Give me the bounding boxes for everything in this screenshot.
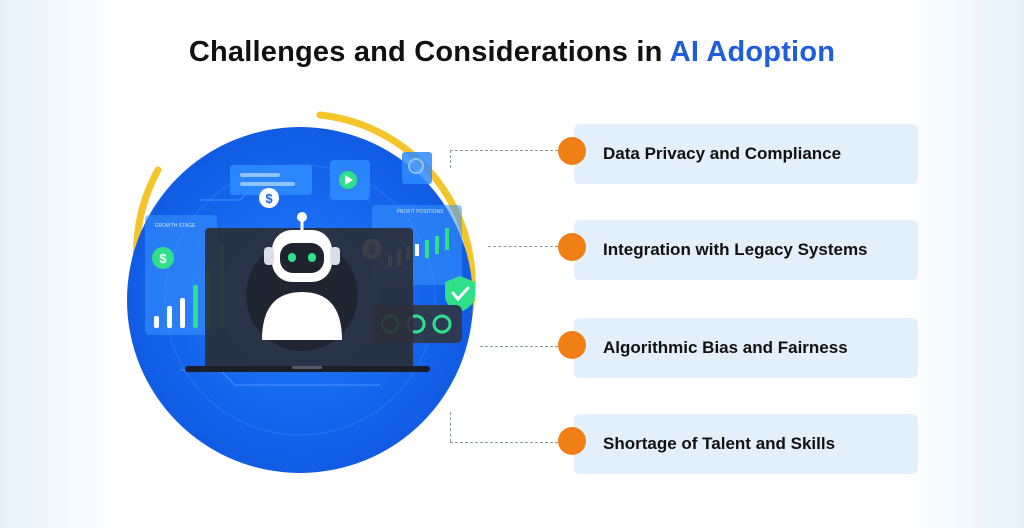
shield-check-icon — [445, 276, 475, 312]
bullet-dot — [558, 331, 586, 359]
connector-2 — [488, 246, 558, 247]
svg-text:$: $ — [159, 251, 167, 266]
challenge-label: Shortage of Talent and Skills — [603, 434, 836, 453]
challenge-label: Data Privacy and Compliance — [603, 144, 842, 163]
challenge-item-algorithmic-bias: Algorithmic Bias and Fairness — [574, 318, 918, 378]
bullet-dot — [558, 427, 586, 455]
dollar-badge-icon: $ — [259, 188, 279, 208]
connector-3 — [480, 346, 558, 347]
user-card-icon — [402, 152, 432, 184]
svg-text:$: $ — [265, 191, 273, 206]
page-title: Challenges and Considerations in AI Adop… — [0, 36, 1024, 69]
connector-4 — [450, 442, 558, 443]
chat-card — [230, 165, 312, 195]
svg-text:PROFIT POSITIONS: PROFIT POSITIONS — [397, 209, 445, 215]
title-main: Challenges and Considerations in — [188, 36, 670, 68]
svg-text:GROWTH STAGE: GROWTH STAGE — [155, 223, 196, 229]
challenge-item-data-privacy: Data Privacy and Compliance — [574, 124, 918, 184]
robot-icon — [262, 212, 342, 340]
title-accent: AI Adoption — [669, 36, 836, 68]
growth-panel: GROWTH STAGE $ — [145, 215, 217, 335]
bullet-dot — [558, 137, 586, 165]
connector-1 — [450, 150, 558, 151]
challenge-label: Integration with Legacy Systems — [603, 240, 868, 259]
challenge-item-legacy-integration: Integration with Legacy Systems — [574, 220, 918, 280]
bullet-dot — [558, 233, 586, 261]
connector-v1 — [450, 150, 451, 168]
play-card — [330, 160, 370, 200]
connector-v4 — [450, 412, 451, 442]
challenge-label: Algorithmic Bias and Fairness — [603, 338, 848, 357]
challenge-item-talent-shortage: Shortage of Talent and Skills — [574, 414, 918, 474]
